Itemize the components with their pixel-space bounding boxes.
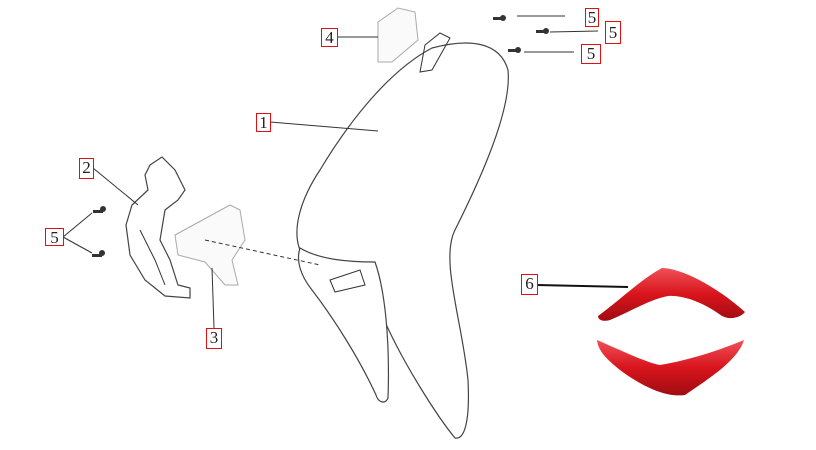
callout-5-bottom: 5 (581, 44, 601, 64)
front-panel-part (296, 32, 509, 439)
screws (92, 15, 549, 257)
clip-part (377, 7, 419, 63)
callout-5-top: 5 (585, 8, 599, 27)
callout-6: 6 (521, 274, 538, 295)
leader-lines (62, 15, 629, 329)
headlight-lens-part (174, 204, 246, 286)
callout-2: 2 (79, 158, 94, 179)
callout-1: 1 (256, 113, 271, 132)
callout-5-left: 5 (45, 228, 64, 246)
red-trim-part (597, 268, 745, 396)
callout-4: 4 (321, 28, 338, 47)
headlight-bracket-part (125, 156, 191, 299)
callout-3: 3 (206, 328, 222, 349)
callout-5-middle: 5 (605, 21, 621, 44)
